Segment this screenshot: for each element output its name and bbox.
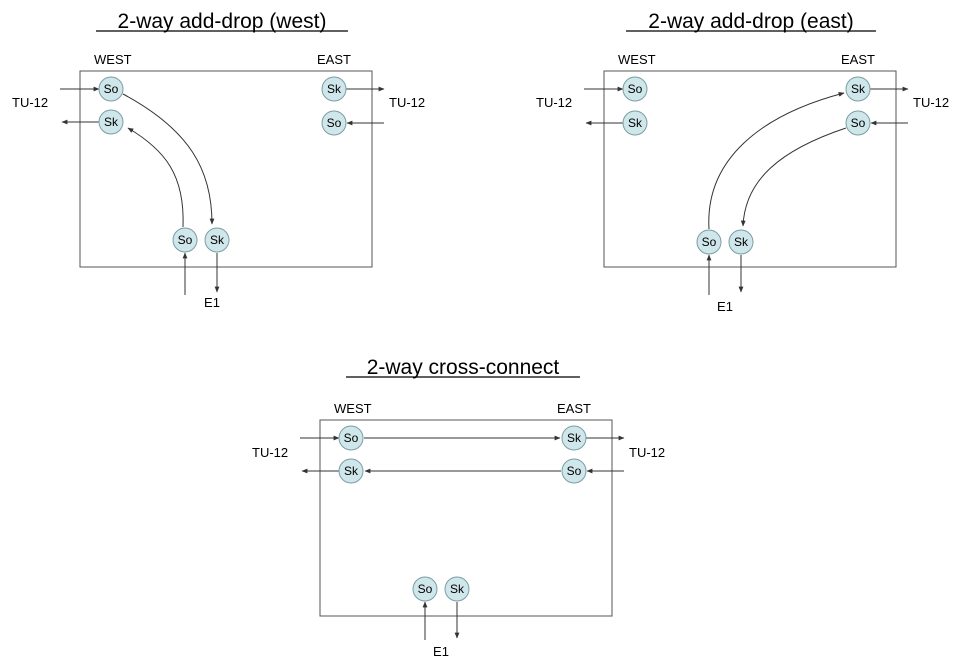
e1-label: E1 [433, 644, 449, 659]
west-sink-node: Sk [338, 458, 364, 484]
east-sink-node: Sk [561, 425, 587, 451]
tu12-left-label: TU-12 [252, 445, 288, 460]
svg-text:Sk: Sk [450, 582, 465, 596]
svg-text:Sk: Sk [104, 115, 119, 129]
svg-text:Sk: Sk [567, 431, 582, 445]
svg-text:So: So [178, 233, 193, 247]
tu12-right-label: TU-12 [629, 445, 665, 460]
west-label: WEST [618, 52, 656, 67]
svg-text:So: So [327, 116, 342, 130]
diagram-cross-connect: 2-way cross-connect WEST EAST TU-12 TU-1… [252, 356, 665, 659]
tu12-right-label: TU-12 [913, 95, 949, 110]
svg-text:So: So [702, 235, 717, 249]
bottom-source-node: So [172, 227, 198, 253]
west-source-node: So [98, 76, 124, 102]
west-sink-node: Sk [98, 109, 124, 135]
bottom-source-node: So [696, 229, 722, 255]
tu12-right-label: TU-12 [389, 95, 425, 110]
svg-text:Sk: Sk [851, 82, 866, 96]
bottom-sink-node: Sk [204, 227, 230, 253]
so-to-sk-add-path [127, 127, 184, 228]
west-sink-node: Sk [622, 110, 648, 136]
east-source-node: So [321, 110, 347, 136]
so-to-sk-drop-path [740, 127, 847, 227]
diagram-title: 2-way cross-connect [367, 356, 560, 379]
svg-text:Sk: Sk [210, 233, 225, 247]
svg-text:So: So [418, 582, 433, 596]
bottom-sink-node: Sk [728, 229, 754, 255]
west-source-node: So [622, 76, 648, 102]
so-to-sk-add-path [708, 92, 845, 230]
svg-text:So: So [851, 116, 866, 130]
svg-text:Sk: Sk [344, 464, 359, 478]
svg-text:Sk: Sk [734, 235, 749, 249]
svg-text:Sk: Sk [628, 116, 643, 130]
east-sink-node: Sk [845, 76, 871, 102]
west-label: WEST [94, 52, 132, 67]
svg-text:So: So [628, 82, 643, 96]
bottom-sink-node: Sk [444, 576, 470, 602]
west-label: WEST [334, 401, 372, 416]
bottom-source-node: So [412, 576, 438, 602]
east-sink-node: Sk [321, 76, 347, 102]
east-label: EAST [841, 52, 875, 67]
east-label: EAST [317, 52, 351, 67]
node-box [79, 70, 373, 268]
diagram-title: 2-way add-drop (west) [118, 10, 327, 33]
diagram-add-drop-west: 2-way add-drop (west) WEST EAST TU-12 TU… [12, 10, 425, 310]
e1-label: E1 [204, 295, 220, 310]
tu12-left-label: TU-12 [536, 95, 572, 110]
west-source-node: So [338, 425, 364, 451]
east-label: EAST [557, 401, 591, 416]
tu12-left-label: TU-12 [12, 95, 48, 110]
svg-text:Sk: Sk [327, 82, 342, 96]
diagram-add-drop-east: 2-way add-drop (east) WEST EAST TU-12 TU… [536, 10, 949, 314]
east-source-node: So [561, 458, 587, 484]
diagram-title: 2-way add-drop (east) [648, 10, 853, 33]
east-source-node: So [845, 110, 871, 136]
svg-text:So: So [104, 82, 119, 96]
svg-text:So: So [344, 431, 359, 445]
so-to-sk-drop-path [122, 93, 215, 225]
svg-text:So: So [567, 464, 582, 478]
e1-label: E1 [717, 299, 733, 314]
